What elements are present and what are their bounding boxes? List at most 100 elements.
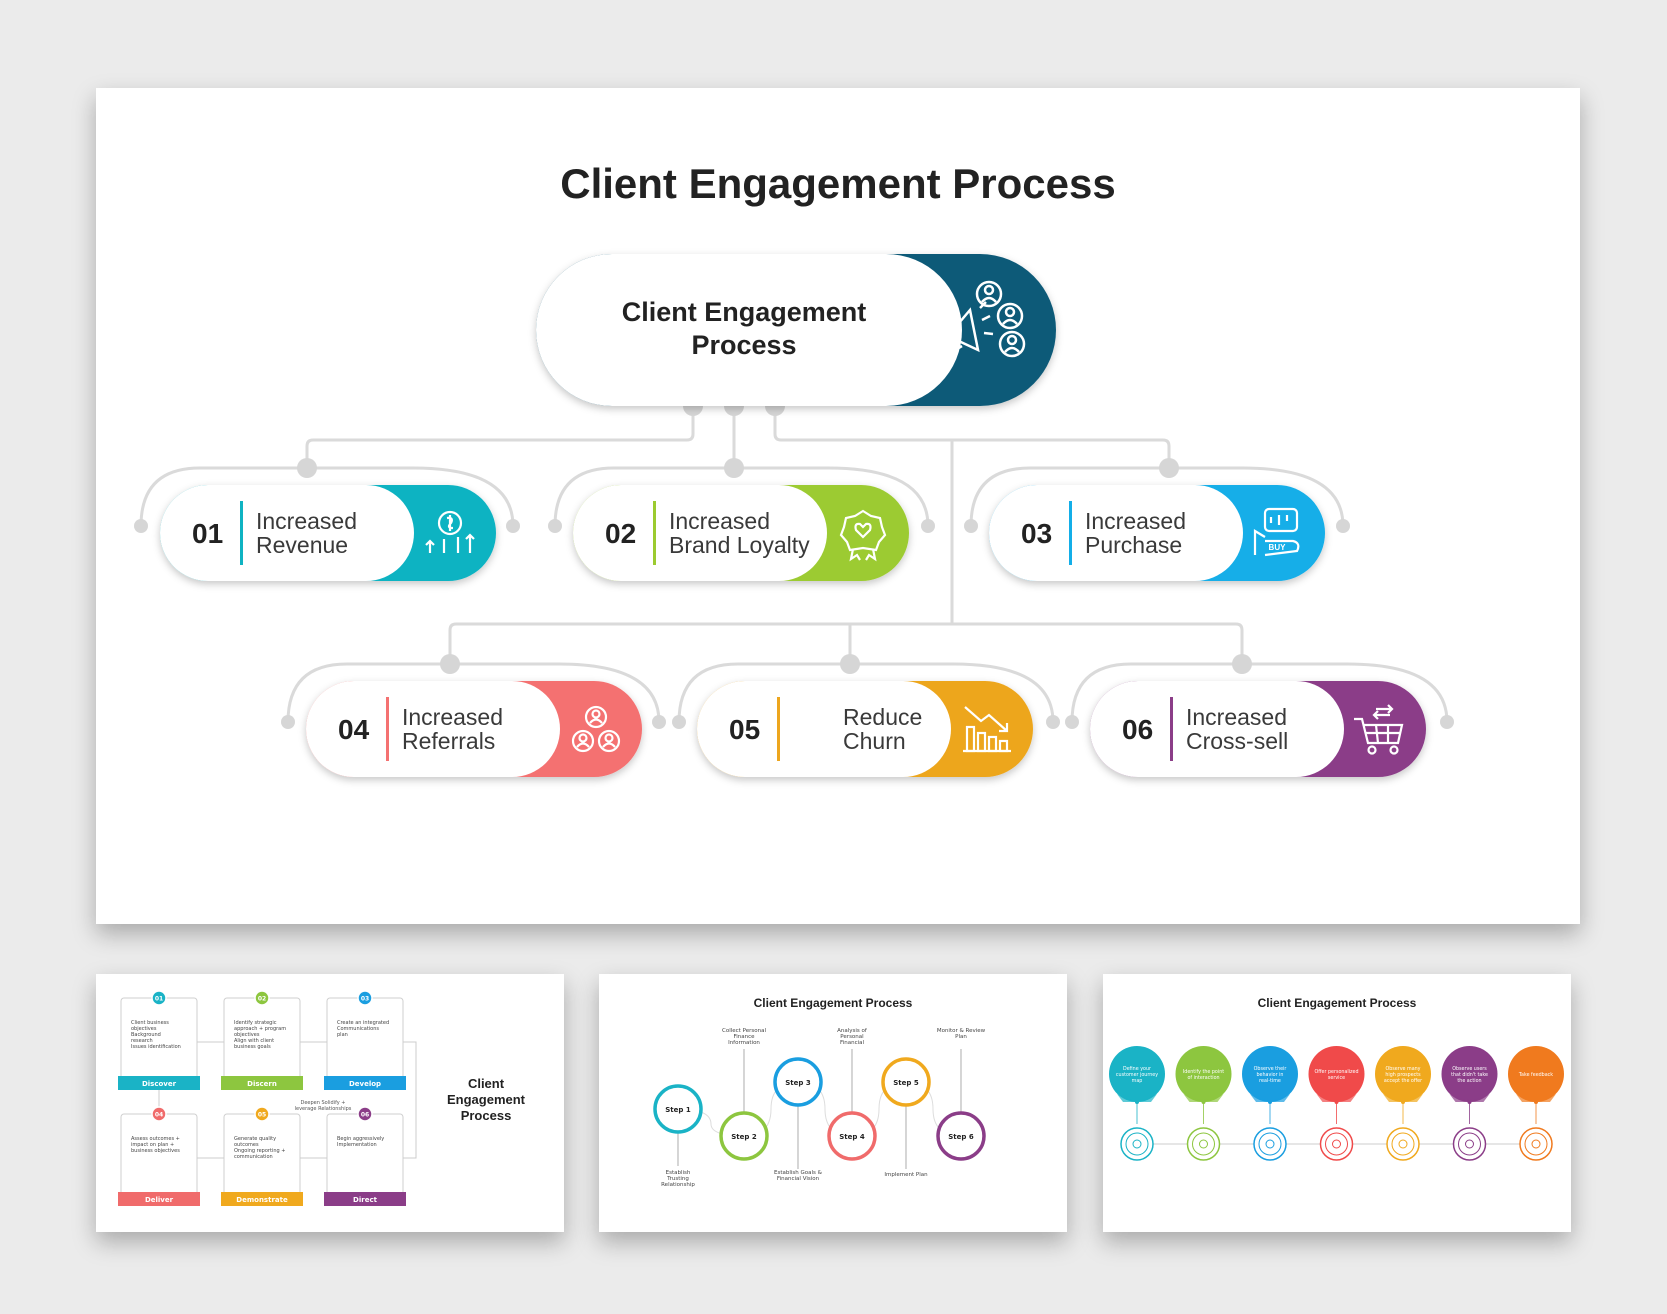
- thumb1-card-label: Develop: [349, 1080, 381, 1088]
- thumb2-step-caption: Information: [728, 1040, 760, 1046]
- thumb2-step-caption: Implement Plan: [884, 1172, 928, 1178]
- thumb1-bullet: Client business: [131, 1020, 169, 1026]
- hub-title-line1: Client Engagement: [622, 297, 867, 327]
- thumb2-step-label: Step 1: [665, 1106, 691, 1114]
- thumb3-item-text: Observe their: [1254, 1066, 1287, 1072]
- thumb3-item-text: the action: [1457, 1078, 1481, 1084]
- thumbnail-slide-1[interactable]: Client Engagement Process Deepen Solidif…: [96, 974, 564, 1232]
- thumb3-item-text: that didn't take: [1451, 1072, 1488, 1078]
- thumb1-card-number: 05: [258, 1112, 266, 1119]
- thumb2-step-5: Step 5 Implement Plan: [881, 1057, 931, 1178]
- thumb2-step-caption: Establish Goals &: [774, 1170, 823, 1176]
- thumb1-bullet: Assess outcomes +: [131, 1136, 180, 1142]
- thumb2-step-caption: Plan: [955, 1034, 967, 1040]
- card-label-line2: Purchase: [1085, 532, 1182, 558]
- card-number: 04: [338, 714, 370, 745]
- thumb3-title: Client Engagement Process: [1258, 996, 1417, 1010]
- thumb1-note-line1: Deepen Solidify +: [301, 1100, 346, 1106]
- thumb1-bullet: impact on plan +: [131, 1142, 174, 1148]
- thumb2-step-caption: Financial: [840, 1040, 865, 1046]
- card-divider: [240, 501, 243, 565]
- card-label-line1: Increased: [402, 704, 503, 730]
- card-label-line1: Increased: [669, 508, 770, 534]
- thumb2-step-label: Step 6: [948, 1133, 974, 1141]
- thumb2-step-caption: Collect Personal: [722, 1028, 766, 1034]
- thumb3-item-text: of interaction: [1187, 1075, 1219, 1081]
- card-divider: [653, 501, 656, 565]
- card-label-line1: Increased: [1186, 704, 1287, 730]
- card-number: 06: [1122, 714, 1153, 745]
- thumb3-item-text: service: [1328, 1075, 1345, 1081]
- card-label-line1: Reduce: [843, 704, 922, 730]
- thumb1-bullet: Implementation: [337, 1142, 377, 1148]
- thumb2-step-caption: Financial Vision: [777, 1176, 820, 1182]
- thumb3-item-text: map: [1132, 1079, 1143, 1084]
- card-label-line2: Brand Loyalty: [669, 532, 810, 558]
- thumb2-step-label: Step 5: [893, 1079, 919, 1087]
- thumb1-bullet: business goals: [234, 1044, 271, 1050]
- thumb2-step-label: Step 2: [731, 1133, 757, 1141]
- thumb1-card-label: Discern: [247, 1080, 277, 1088]
- thumb1-bullet: plan: [337, 1032, 348, 1038]
- loyalty-badge-icon: [839, 509, 887, 562]
- thumb1-card-number: 01: [155, 996, 163, 1003]
- hub-node: [536, 254, 1056, 406]
- hub-title-line2: Process: [691, 330, 796, 360]
- thumb2-step-caption: Establish: [666, 1170, 691, 1176]
- main-diagram: Client Engagement Process: [134, 160, 1454, 777]
- thumb3-item-text: behavior in: [1257, 1072, 1284, 1078]
- thumb1-card-number: 03: [361, 996, 369, 1003]
- thumb2-diagram: Client Engagement Process Step 1 Establis…: [653, 996, 986, 1188]
- thumb2-step-caption: Finance: [733, 1034, 755, 1040]
- thumb1-bullet: objectives: [131, 1026, 157, 1032]
- thumb1-card-label: Discover: [142, 1080, 177, 1088]
- card-label-line2: Revenue: [256, 532, 348, 558]
- main-slide: Client Engagement Process: [96, 88, 1580, 924]
- card-label-line1: Increased: [1085, 508, 1186, 534]
- thumb3-item-text: Observe users: [1452, 1066, 1487, 1072]
- thumb3-item-text: Identify the point: [1183, 1069, 1224, 1075]
- thumb1-diagram: Client Engagement Process Deepen Solidif…: [118, 990, 526, 1206]
- thumb2-title: Client Engagement Process: [754, 996, 913, 1010]
- megaphone-people-icon: [942, 280, 1026, 358]
- thumb1-title-line1: Client: [468, 1076, 505, 1091]
- card-divider: [777, 697, 780, 761]
- thumb2-step-caption: Trusting: [666, 1176, 689, 1182]
- thumb3-item-text: Define your: [1123, 1066, 1151, 1072]
- card-divider: [1069, 501, 1072, 565]
- svg-text:BUY: BUY: [1269, 543, 1287, 552]
- thumb1-card-label: Deliver: [145, 1196, 174, 1204]
- thumb1-note-line2: leverage Relationships: [295, 1106, 352, 1112]
- thumb2-step-caption: Analysis of: [837, 1028, 868, 1034]
- thumb1-bullet: communication: [234, 1154, 273, 1160]
- card-label-line2: Cross-sell: [1186, 728, 1288, 754]
- thumb1-bullet: Identify strategic: [234, 1020, 277, 1026]
- shopping-cart-icon: [1354, 704, 1404, 755]
- thumb1-card-number: 02: [258, 996, 266, 1003]
- thumbnail-slide-2[interactable]: Client Engagement Process Step 1 Establis…: [599, 974, 1067, 1232]
- card-number: 05: [729, 714, 760, 745]
- thumb3-item-text: customer journey: [1116, 1072, 1158, 1078]
- card-divider: [386, 697, 389, 761]
- thumb3-item-text: Observe many: [1385, 1066, 1420, 1072]
- card-divider: [1170, 697, 1173, 761]
- buy-hand-icon: BUY: [1253, 507, 1300, 557]
- thumb1-bullet: objectives: [234, 1032, 260, 1038]
- thumb2-step-label: Step 3: [785, 1079, 811, 1087]
- thumb2-step-3: Step 3 Establish Goals &Financial Vision: [773, 1057, 823, 1182]
